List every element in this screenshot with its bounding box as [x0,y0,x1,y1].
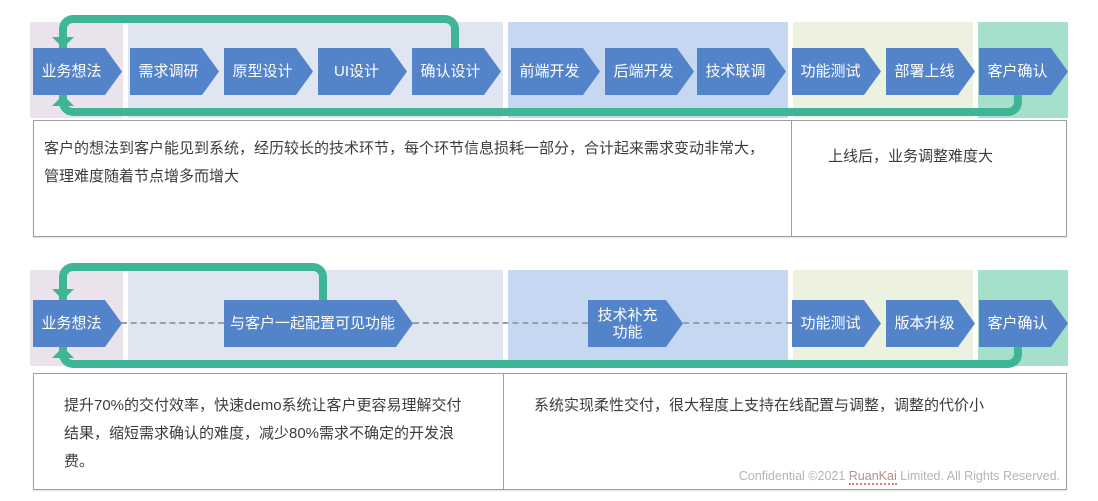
confidential-footer: Confidential ©2021 RuanKai Limited. All … [738,468,1060,485]
flow2-feedback-arrow-top [59,263,327,300]
flow1-step-customer-confirm: 客户确认 [979,48,1068,95]
flow1-step-confirm-design: 确认设计 [412,48,501,95]
flow2-note-left-text: 提升70%的交付效率，快速demo系统让客户更容易理解交付结果，缩短需求确认的难… [64,397,462,470]
flow2-step-tech-supplement: 技术补充功能 [588,300,683,347]
flow1-step-frontend-dev: 前端开发 [511,48,600,95]
flow1-note-left-text: 客户的想法到客户能见到系统，经历较长的技术环节，每个环节信息损耗一部分，合计起来… [44,140,765,185]
flow1-feedback-arrow-top [59,15,459,48]
flow1-note-right-text: 上线后，业务调整难度大 [828,148,994,165]
flow1-note-box: 客户的想法到客户能见到系统，经历较长的技术环节，每个环节信息损耗一部分，合计起来… [33,120,1067,237]
flow1-step-function-test: 功能测试 [792,48,881,95]
footer-brand-link: RuanKai [848,469,897,485]
flow2-note-right-text: 系统实现柔性交付，很大程度上支持在线配置与调整，调整的代价小 [534,397,985,414]
flow2-note-right-cell: 系统实现柔性交付，很大程度上支持在线配置与调整，调整的代价小 Confident… [503,374,1066,489]
flow2-note-box: 提升70%的交付效率，快速demo系统让客户更容易理解交付结果，缩短需求确认的难… [33,373,1067,490]
flow2-step-version-upgrade: 版本升级 [886,300,975,347]
flow1-step-prototype-design: 原型设计 [224,48,313,95]
flow1-step-tech-integration: 技术联调 [697,48,786,95]
flow2-step-customer-confirm: 客户确认 [979,300,1068,347]
flow1-step-backend-dev: 后端开发 [605,48,694,95]
flow2-connector-dash-1 [121,322,224,324]
flow2-step-function-test: 功能测试 [792,300,881,347]
flow2-note-left-cell: 提升70%的交付效率，快速demo系统让客户更容易理解交付结果，缩短需求确认的难… [34,374,503,489]
flow1-step-business-idea: 业务想法 [33,48,122,95]
flow2-feedback-arrowhead-up-icon [52,347,74,358]
flow1-feedback-arrowhead-up-icon [52,95,74,106]
flow1-step-deploy-online: 部署上线 [886,48,975,95]
flow1-step-ui-design: UI设计 [318,48,407,95]
flow1-feedback-arrowhead-down-icon [52,37,74,48]
flow1-note-left-cell: 客户的想法到客户能见到系统，经历较长的技术环节，每个环节信息损耗一部分，合计起来… [34,121,791,236]
flow2-feedback-arrow-bottom [59,347,1022,368]
flow2-step-business-idea: 业务想法 [33,300,122,347]
flow1-feedback-arrow-bottom [59,95,1022,116]
flow2-feedback-arrowhead-down-icon [52,289,74,300]
footer-prefix: Confidential ©2021 [738,469,849,483]
flow2-connector-dash-3 [683,322,792,324]
flow2-connector-dash-2 [413,322,588,324]
flow2-step-configure-with-customer: 与客户一起配置可见功能 [224,300,413,347]
flow1-note-right-cell: 上线后，业务调整难度大 [791,121,1066,236]
footer-suffix: Limited. All Rights Reserved. [896,469,1060,483]
flow1-step-requirements-research: 需求调研 [130,48,219,95]
